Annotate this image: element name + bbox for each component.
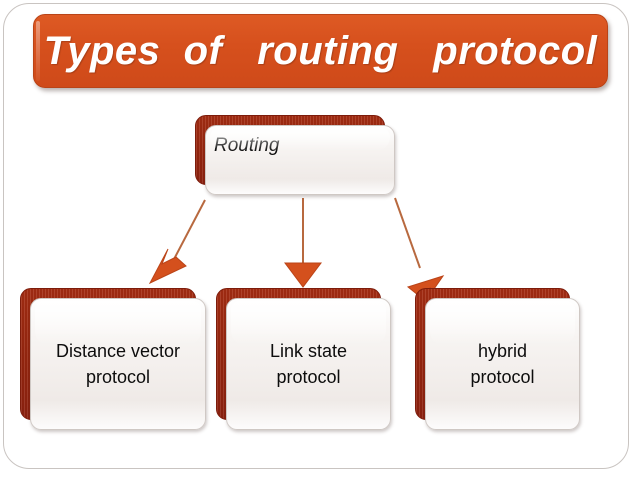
node-link-state-label: Link state protocol <box>269 340 348 387</box>
node-routing-label: Routing <box>214 135 280 156</box>
node-hybrid-protocol[interactable]: hybrid protocol <box>415 288 580 430</box>
node-distance-vector-protocol[interactable]: Distance vector protocol <box>20 288 206 430</box>
node-routing[interactable]: Routing <box>195 115 395 195</box>
node-link-state-protocol[interactable]: Link state protocol <box>216 288 391 430</box>
card-face[interactable]: Link state protocol <box>226 298 391 430</box>
page-title: Types of routing protocol <box>43 29 598 73</box>
arrow-to-link-state <box>284 198 322 288</box>
card-face[interactable]: Distance vector protocol <box>30 298 206 430</box>
node-distance-vector-label: Distance vector protocol <box>55 340 181 387</box>
node-hybrid-label: hybrid protocol <box>470 340 535 387</box>
arrow-to-hybrid <box>394 197 445 303</box>
arrow-to-distance-vector <box>148 199 206 285</box>
card-face[interactable]: Routing <box>205 125 395 195</box>
card-face[interactable]: hybrid protocol <box>425 298 580 430</box>
slide-title-banner: Types of routing protocol <box>33 14 608 88</box>
